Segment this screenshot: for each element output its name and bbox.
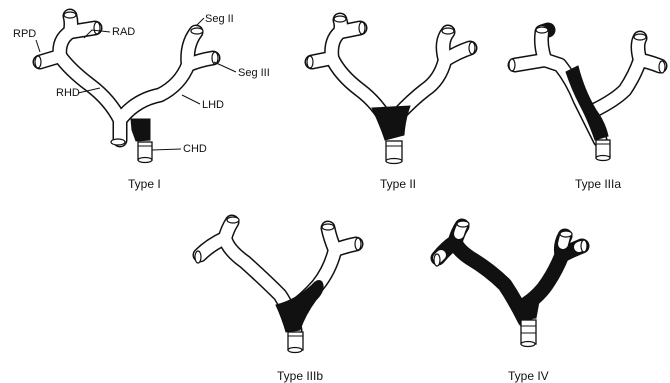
caption-type1: Type I bbox=[128, 177, 161, 191]
caption-type3b: Type IIIb bbox=[277, 369, 323, 383]
label-seg2: Seg II bbox=[205, 13, 234, 25]
type2-lesion bbox=[372, 106, 410, 140]
label-rad: RAD bbox=[112, 26, 135, 38]
type4-diagram bbox=[434, 221, 587, 347]
label-seg3: Seg III bbox=[238, 67, 270, 79]
type3a-diagram bbox=[509, 27, 665, 161]
caption-type4: Type IV bbox=[508, 369, 549, 383]
caption-type3a: Type IIIa bbox=[575, 177, 621, 191]
label-chd: CHD bbox=[183, 143, 207, 155]
type1-lesion bbox=[131, 119, 150, 141]
label-lhd: LHD bbox=[202, 99, 224, 111]
type2-diagram bbox=[307, 16, 475, 164]
label-rhd: RHD bbox=[56, 87, 80, 99]
caption-type2: Type II bbox=[380, 177, 416, 191]
type4-lesion bbox=[514, 296, 540, 320]
label-rpd: RPD bbox=[13, 28, 36, 40]
type3b-diagram bbox=[195, 217, 361, 353]
